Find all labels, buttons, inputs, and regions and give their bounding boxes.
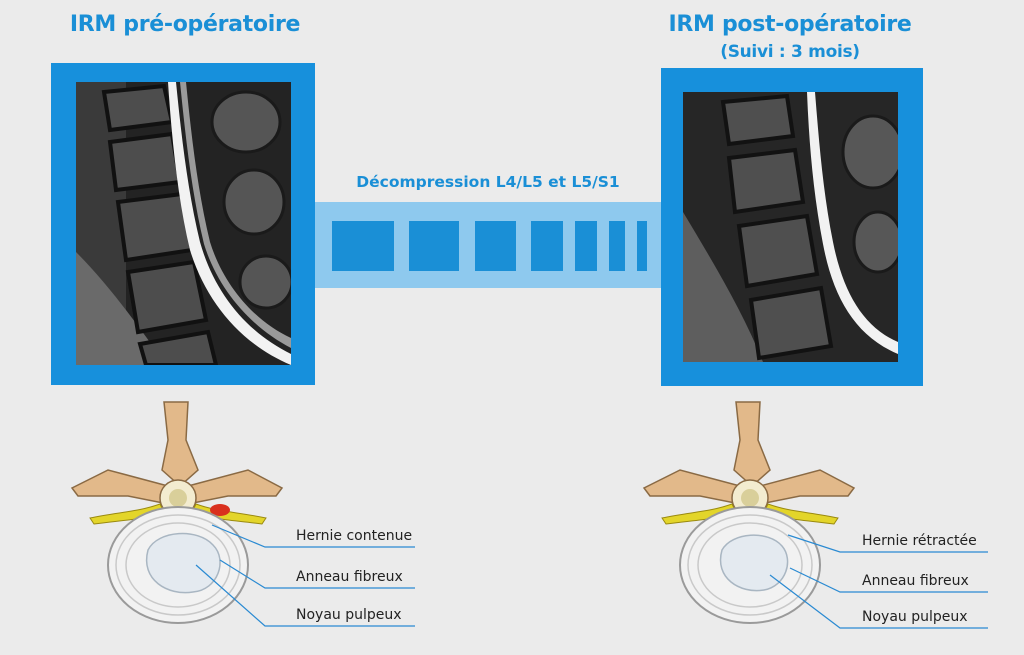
post-op-vertebra-illustration <box>640 400 860 630</box>
bridge-block <box>609 221 625 271</box>
pre-op-vertebra-illustration <box>68 400 288 630</box>
bridge-block <box>475 221 516 271</box>
bridge-block <box>332 221 394 271</box>
post-op-title: IRM post-opératoire <box>668 12 912 37</box>
label-anneau-fibreux-right: Anneau fibreux <box>862 573 969 589</box>
label-noyau-pulpeux-right: Noyau pulpeux <box>862 609 968 625</box>
bridge-block <box>531 221 563 271</box>
pre-op-mri-image <box>76 82 291 365</box>
post-op-subtitle: (Suivi : 3 mois) <box>720 42 860 62</box>
bridge-block <box>575 221 597 271</box>
post-op-mri-image <box>683 92 898 362</box>
decompression-bridge <box>315 202 661 288</box>
label-noyau-pulpeux-left: Noyau pulpeux <box>296 607 402 623</box>
bridge-block <box>409 221 459 271</box>
bridge-block <box>637 221 647 271</box>
bridge-label: Décompression L4/L5 et L5/S1 <box>356 173 620 191</box>
label-anneau-fibreux-left: Anneau fibreux <box>296 569 403 585</box>
pre-op-title: IRM pré-opératoire <box>69 12 301 37</box>
label-hernie-contenue: Hernie contenue <box>296 528 413 544</box>
label-hernie-retractee: Hernie rétractée <box>862 533 977 549</box>
